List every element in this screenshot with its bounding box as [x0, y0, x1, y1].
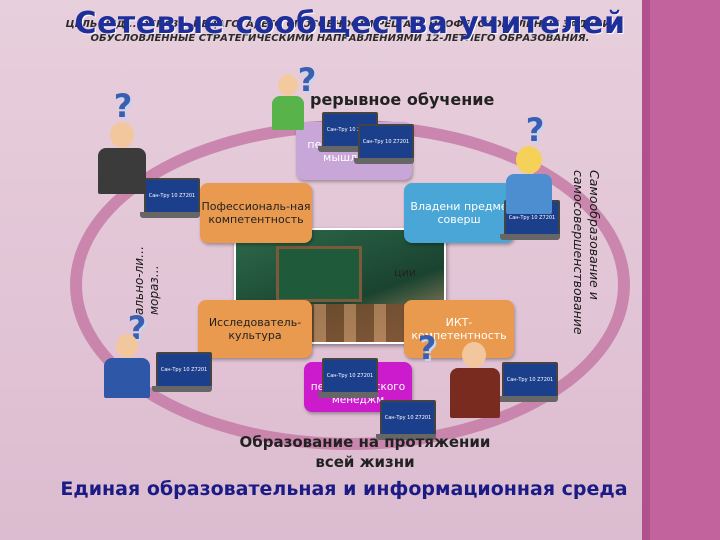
- self-education-label: Самообразование и самосовершенствование: [571, 170, 602, 335]
- laptop-base: [376, 434, 436, 440]
- laptop-base: [498, 396, 558, 402]
- laptop-base: [318, 146, 378, 152]
- goal-text: ЦЕЛЬ ПЕД... ОБРАЗ... ПЕДАГОГА, ЕГО СПОСО…: [65, 19, 615, 44]
- laptop-screen: Сан-Тру 10 Z7201: [156, 352, 212, 388]
- laptop-screen: Сан-Тру 10 Z7201: [322, 358, 378, 394]
- laptop-icon: Сан-Тру 10 Z7201: [152, 352, 212, 394]
- question-mark-icon: ?: [113, 87, 133, 125]
- laptop-base: [140, 212, 200, 218]
- laptop-screen: Сан-Тру 10 Z7201: [502, 362, 558, 398]
- box-research-culture: Исследователь-культура: [198, 300, 312, 358]
- question-mark-icon: ?: [525, 111, 545, 149]
- right-decor-bar: [642, 0, 720, 540]
- teacher-with-globe-illustration: [440, 340, 510, 420]
- personal-development-label: ально-ли… мораз…: [132, 245, 161, 315]
- laptop-icon: Сан-Тру 10 Z7201: [498, 362, 558, 404]
- student-at-desk-illustration: [500, 142, 558, 218]
- laptop-base: [354, 158, 414, 164]
- question-mark-icon: ?: [417, 329, 437, 367]
- laptop-base: [500, 234, 560, 240]
- laptop-screen: Сан-Тру 10 Z7201: [358, 124, 414, 160]
- lifelong-education-label: Образование на протяжении всей жизни: [239, 433, 491, 471]
- box-ict-competence: ИКТ-компетентность: [404, 300, 514, 358]
- box-subject-mastery: Владени предме соверш: [404, 183, 514, 243]
- laptop-screen: Сан-Тру 10 Z7201: [380, 400, 436, 436]
- teacher-writing-illustration: [96, 330, 156, 400]
- chalkboard: [276, 246, 362, 302]
- laptop-icon: Сан-Тру 10 Z7201: [140, 178, 200, 220]
- laptop-icon: Сан-Тру 10 Z7201: [318, 358, 378, 400]
- teacher-reading-illustration: [92, 118, 152, 198]
- question-mark-icon: ?: [297, 61, 317, 99]
- laptop-base: [152, 386, 212, 392]
- slide-title: Сетевые сообщества учителей: [74, 6, 626, 41]
- unified-environment-label: Единая образовательная и информационная …: [60, 478, 628, 500]
- center-competencies: ции: [394, 265, 416, 279]
- laptop-icon: Сан-Тру 10 Z7201: [376, 400, 436, 442]
- laptop-screen: Сан-Тру 10 Z7201: [144, 178, 200, 214]
- laptop-base: [318, 392, 378, 398]
- teacher-at-computer-illustration: [264, 72, 312, 132]
- laptop-icon: Сан-Тру 10 Z7201: [354, 124, 414, 166]
- continuous-learning-label: рерывное обучение: [310, 90, 495, 109]
- box-professional-competence: Пофессиональ-ная компетентность: [200, 183, 312, 243]
